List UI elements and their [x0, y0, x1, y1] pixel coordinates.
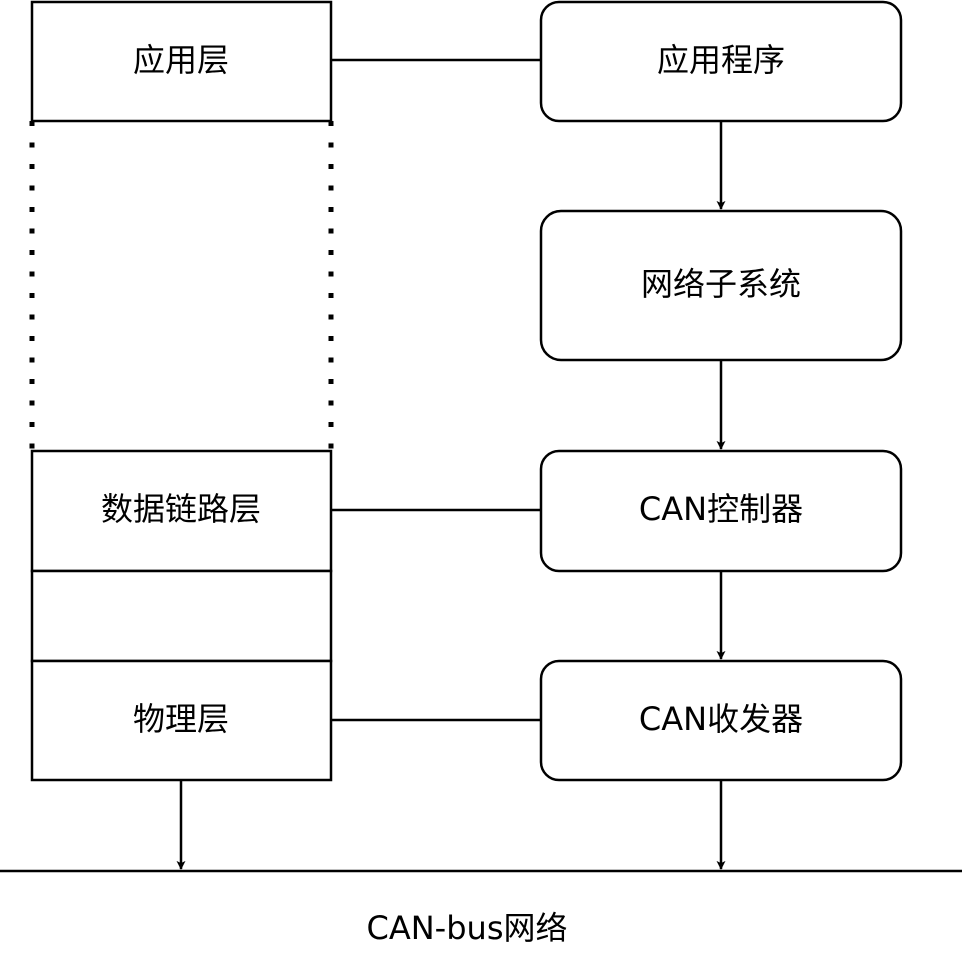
layer-connectors	[331, 58, 541, 722]
application-layer-label: 应用层	[133, 41, 229, 79]
component-column: 应用程序 网络子系统 CAN控制器 CAN收发器	[539, 0, 903, 782]
physical-layer-box	[30, 659, 333, 782]
intermediate-layer-box	[30, 569, 333, 663]
flow-arrows	[176, 121, 726, 870]
can-controller-label: CAN控制器	[639, 490, 803, 528]
network-subsystem-label: 网络子系统	[641, 265, 801, 303]
data-link-layer-label: 数据链路层	[101, 490, 261, 528]
can-transceiver-label: CAN收发器	[639, 700, 803, 738]
application-layer-box	[30, 0, 333, 123]
application-program-label: 应用程序	[657, 41, 785, 79]
data-link-layer-box	[30, 449, 333, 573]
physical-layer-label: 物理层	[133, 700, 229, 738]
layer-stack: 应用层 数据链路层 物理层	[29, 0, 334, 782]
can-bus-label: CAN-bus网络	[367, 909, 568, 947]
